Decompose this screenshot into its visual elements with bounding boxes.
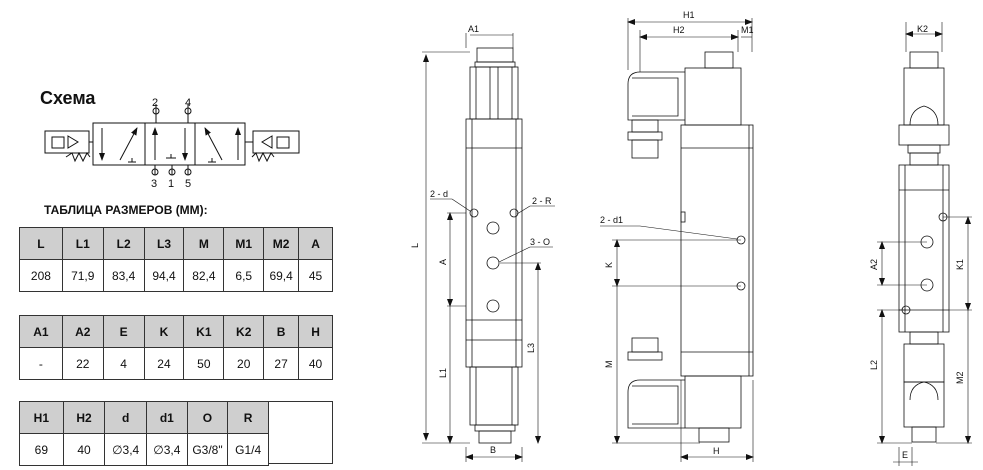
dim-K1-label: K1 [955, 259, 965, 270]
table-value-cell: 69,4 [263, 259, 300, 292]
table-header-cell: A2 [61, 315, 104, 348]
port-O-label: 3 - O [530, 237, 550, 247]
port-5-label: 5 [185, 178, 191, 190]
table-value-cell: - [19, 347, 63, 380]
front-view-drawing [465, 47, 523, 444]
table-header-cell: M [183, 227, 225, 260]
pneumatic-scheme-symbol [44, 104, 300, 176]
table-value-cell: 94,4 [143, 259, 185, 292]
port-3-label: 3 [151, 178, 157, 190]
dim-H-label: H [713, 446, 720, 456]
table-header-cell: L [19, 227, 63, 260]
end-view-dimensions [877, 22, 972, 466]
port-R-label: 2 - R [532, 196, 552, 206]
dim-A-label: A [438, 259, 448, 265]
table-value-cell: 69 [19, 433, 64, 466]
dim-A2-label: A2 [869, 259, 879, 270]
table-value-cell: 6,5 [223, 259, 265, 292]
port-1-label: 1 [168, 178, 174, 190]
dim-L-label: L [410, 243, 420, 248]
table-value-cell: 208 [19, 259, 63, 292]
table-header-cell: K1 [183, 315, 225, 348]
side-view-drawing [627, 51, 754, 443]
table-header-cell: K2 [223, 315, 265, 348]
table-value-cell: ∅3,4 [104, 433, 147, 466]
dim-H1-label: H1 [683, 10, 695, 20]
table-header-cell: H2 [62, 401, 106, 434]
table-header-cell: M2 [263, 227, 300, 260]
table-header-cell: A [298, 227, 333, 260]
table-value-cell: ∅3,4 [146, 433, 188, 466]
dim-L1-label: L1 [438, 368, 448, 378]
table-value-cell: G1/4 [227, 433, 269, 466]
dim-E-label: E [902, 450, 908, 460]
table-empty-cell [269, 401, 333, 464]
dimension-table-2: A1 A2 E K K1 K2 B H - 22 4 24 50 20 27 4… [19, 315, 333, 380]
table-value-cell: G3/8" [186, 433, 229, 466]
table-value-cell: 22 [61, 347, 104, 380]
table-header-cell: L1 [61, 227, 104, 260]
table-header-cell: H1 [19, 401, 64, 434]
table-value-cell: 71,9 [61, 259, 104, 292]
table-value-cell: 45 [298, 259, 333, 292]
dimension-table-3: H1 H2 d d1 O R 69 40 ∅3,4 ∅3,4 G3/8" G1/… [19, 401, 269, 466]
end-view-drawing [898, 51, 950, 443]
table-value-cell: 24 [143, 347, 185, 380]
port-4-label: 4 [185, 97, 191, 109]
dim-M2-label: M2 [955, 371, 965, 384]
dim-H2-label: H2 [673, 25, 685, 35]
scheme-title: Схема [40, 88, 96, 108]
dimension-table-1: L L1 L2 L3 M M1 M2 A 208 71,9 83,4 94,4 … [19, 227, 333, 292]
port-d-label: 2 - d [430, 189, 448, 199]
port-d1-label: 2 - d1 [600, 215, 623, 225]
front-view-dimensions [422, 33, 555, 462]
dim-A1-label: A1 [468, 24, 479, 34]
table-header-cell: L3 [143, 227, 185, 260]
dim-B-label: B [490, 445, 496, 455]
dim-L3-label: L3 [526, 343, 536, 353]
dim-M1-label: M1 [741, 25, 754, 35]
dim-L2-label: L2 [869, 360, 879, 370]
dim-K-label: K [604, 262, 614, 268]
dim-K2-label: K2 [917, 24, 928, 34]
dim-M-label: M [604, 361, 614, 369]
dimension-table-title: ТАБЛИЦА РАЗМЕРОВ (ММ): [44, 203, 208, 217]
table-value-cell: 40 [298, 347, 333, 380]
table-value-cell: 83,4 [102, 259, 145, 292]
table-value-cell: 40 [62, 433, 106, 466]
port-2-label: 2 [152, 97, 158, 109]
table-value-cell: 50 [183, 347, 225, 380]
table-header-cell: L2 [102, 227, 145, 260]
table-value-cell: 82,4 [183, 259, 225, 292]
table-value-cell: 20 [223, 347, 265, 380]
side-view-dimensions [600, 18, 754, 462]
